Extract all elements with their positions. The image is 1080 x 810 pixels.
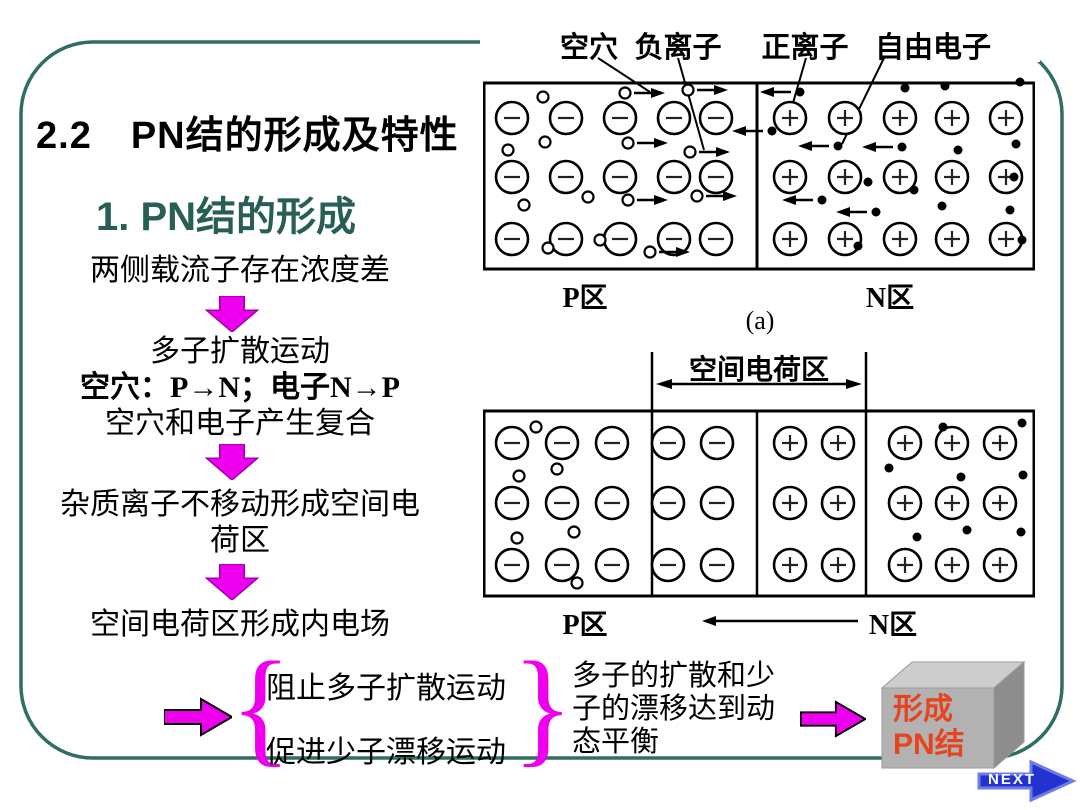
pn-junction-space-charge-diagram: [483, 352, 1035, 626]
electrons-diffusing: [732, 77, 1027, 251]
p-region-ions: [494, 100, 734, 257]
legend-row: [480, 16, 1040, 62]
p-bulk-ions: [494, 425, 630, 583]
pn-junction-diffusion-diagram: [483, 57, 1035, 271]
next-button[interactable]: NEXT: [975, 758, 1077, 804]
next-arrow-icon: [977, 759, 1077, 803]
result-cube: [880, 660, 1026, 770]
legend-free-electron-label: 自由电子: [874, 32, 991, 64]
flow-step-concentration: 两侧载流子存在浓度差: [90, 254, 390, 287]
page-title: 2.2 PN结的形成及特性: [36, 115, 459, 157]
flow-step-recombination: 空穴和电子产生复合: [105, 407, 375, 440]
flow-step-diffusion-line1: 多子扩散运动: [150, 335, 330, 368]
diagram-a-n-region-label: N区: [865, 283, 915, 314]
diagram-b-n-region-label: N区: [868, 610, 918, 641]
conclusion-promote-drift: 促进少子漂移运动: [266, 736, 506, 769]
section-heading: 1. PN结的形成: [96, 195, 357, 239]
diagram-b-p-region-label: P区: [562, 610, 608, 641]
conclusion-block-diffusion: 阻止多子扩散运动: [266, 672, 506, 705]
depletion-positive-ions: [772, 425, 856, 583]
legend-hole-label: 空穴: [559, 32, 618, 64]
space-charge-region-label: 空间电荷区: [688, 355, 829, 386]
brace-close-icon: }: [512, 636, 574, 778]
depletion-negative-ions: [650, 425, 735, 583]
diagram-a-p-region-label: P区: [562, 283, 608, 314]
n-region-ions: [772, 100, 1024, 257]
flow-arrow-down-icon: [205, 564, 259, 600]
flow-step-space-charge: 杂质离子不移动形成空间电 荷区: [60, 488, 420, 557]
electrons-n-bulk: [884, 418, 1028, 542]
space-charge-width-arrow: [656, 379, 862, 389]
flow-arrow-right-icon: [800, 700, 866, 738]
holes-diffusing: [501, 83, 737, 259]
flow-step-diffusion-line2: 空穴：P→N；电子N→P: [80, 371, 400, 404]
flow-step-internal-field: 空间电荷区形成内电场: [90, 608, 390, 641]
internal-field-arrow: [702, 616, 858, 626]
flow-arrow-down-icon: [205, 444, 259, 480]
result-pn-junction-label: 形成 PN结: [893, 693, 965, 761]
brace-open-icon: {: [230, 636, 292, 778]
holes-p-bulk: [510, 420, 584, 590]
next-button-label: NEXT: [987, 771, 1036, 788]
flow-arrow-down-icon: [205, 296, 259, 332]
conclusion-dynamic-balance: 多子的扩散和少 子的漂移达到动 态平衡: [572, 660, 776, 758]
diagram-a-caption: (a): [745, 306, 775, 335]
n-bulk-ions: [887, 425, 1018, 583]
flow-arrow-right-icon: [164, 697, 232, 737]
